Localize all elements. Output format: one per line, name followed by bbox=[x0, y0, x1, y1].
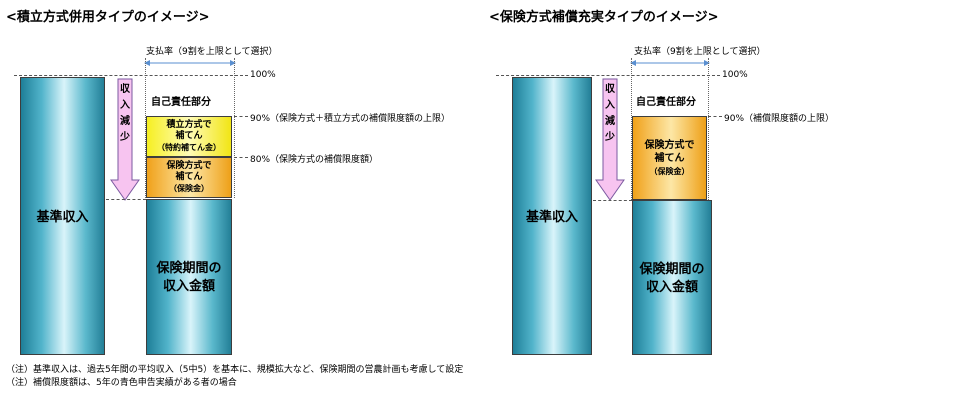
left-insurance-line3: （保険金） bbox=[169, 184, 209, 193]
left-line-income-level bbox=[106, 199, 146, 200]
left-pct-100: 100% bbox=[250, 70, 276, 80]
right-income-decrease-arrow bbox=[595, 78, 625, 201]
left-bracket-guide-right bbox=[234, 58, 235, 198]
right-line-income-level bbox=[593, 200, 632, 201]
right-insurance-line3: （保険金） bbox=[649, 167, 690, 176]
right-payment-rate-label: 支払率（9割を上限として選択） bbox=[634, 47, 766, 57]
right-period-income-label: 保険期間の 収入金額 bbox=[639, 262, 705, 295]
left-insurance-box: 保険方式で 補てん （保険金） bbox=[146, 157, 232, 198]
right-bracket-guide-right bbox=[708, 58, 709, 200]
left-payment-rate-label: 支払率（9割を上限として選択） bbox=[146, 47, 278, 57]
right-pct-100: 100% bbox=[722, 70, 748, 80]
right-insurance-box: 保険方式で 補てん （保険金） bbox=[632, 116, 707, 200]
left-line-100 bbox=[14, 75, 248, 76]
left-insurance-line1: 保険方式で bbox=[166, 161, 212, 171]
left-self-responsibility: 自己責任部分 bbox=[151, 97, 211, 108]
right-pct-90-label: 90%（補償限度額の上限） bbox=[724, 114, 835, 124]
left-reserve-line3: （特約補てん金） bbox=[157, 143, 221, 152]
left-payment-rate-arrow bbox=[144, 60, 236, 66]
note-1: （注）基準収入は、過去5年間の平均収入（5中5）を基本に、規模拡大など、保険期間… bbox=[6, 365, 464, 375]
left-reserve-line1: 積立方式で bbox=[166, 120, 212, 130]
right-line-100 bbox=[496, 75, 720, 76]
right-insurance-line2: 補てん bbox=[654, 153, 685, 164]
right-insurance-line1: 保険方式で bbox=[644, 140, 695, 151]
left-period-income-label: 保険期間の 収入金額 bbox=[156, 261, 222, 294]
left-base-income-label: 基準収入 bbox=[36, 210, 89, 225]
left-panel-title: <積立方式併用タイプのイメージ> bbox=[6, 10, 210, 25]
left-insurance-line2: 補てん bbox=[175, 172, 203, 182]
left-reserve-box: 積立方式で 補てん （特約補てん金） bbox=[146, 116, 232, 157]
note-2: （注）補償限度額は、5年の青色申告実績がある者の場合 bbox=[6, 378, 237, 388]
left-pct-80-label: 80%（保険方式の補償限度額） bbox=[250, 155, 379, 165]
left-pct-90-label: 90%（保険方式＋積立方式の補償限度額の上限） bbox=[250, 114, 451, 124]
right-line-90 bbox=[708, 116, 722, 117]
left-line-90 bbox=[234, 116, 248, 117]
left-base-income-bar: 基準収入 bbox=[20, 77, 105, 355]
left-period-income-bar: 保険期間の 収入金額 bbox=[146, 199, 232, 355]
right-payment-rate-arrow bbox=[630, 60, 710, 66]
right-base-income-label: 基準収入 bbox=[525, 210, 578, 225]
right-panel-title: <保険方式補償充実タイプのイメージ> bbox=[489, 10, 719, 25]
right-period-income-bar: 保険期間の 収入金額 bbox=[632, 200, 712, 355]
left-reserve-line2: 補てん bbox=[175, 131, 203, 141]
left-income-decrease-arrow bbox=[110, 78, 140, 201]
right-income-decrease-text: 収 入 減 少 bbox=[605, 84, 615, 143]
left-line-80 bbox=[234, 157, 248, 158]
right-bracket-guide-left bbox=[631, 58, 632, 200]
left-bracket-guide-left bbox=[145, 58, 146, 198]
right-base-income-bar: 基準収入 bbox=[512, 77, 592, 355]
right-self-responsibility: 自己責任部分 bbox=[636, 97, 696, 108]
left-income-decrease-text: 収 入 減 少 bbox=[120, 84, 130, 143]
